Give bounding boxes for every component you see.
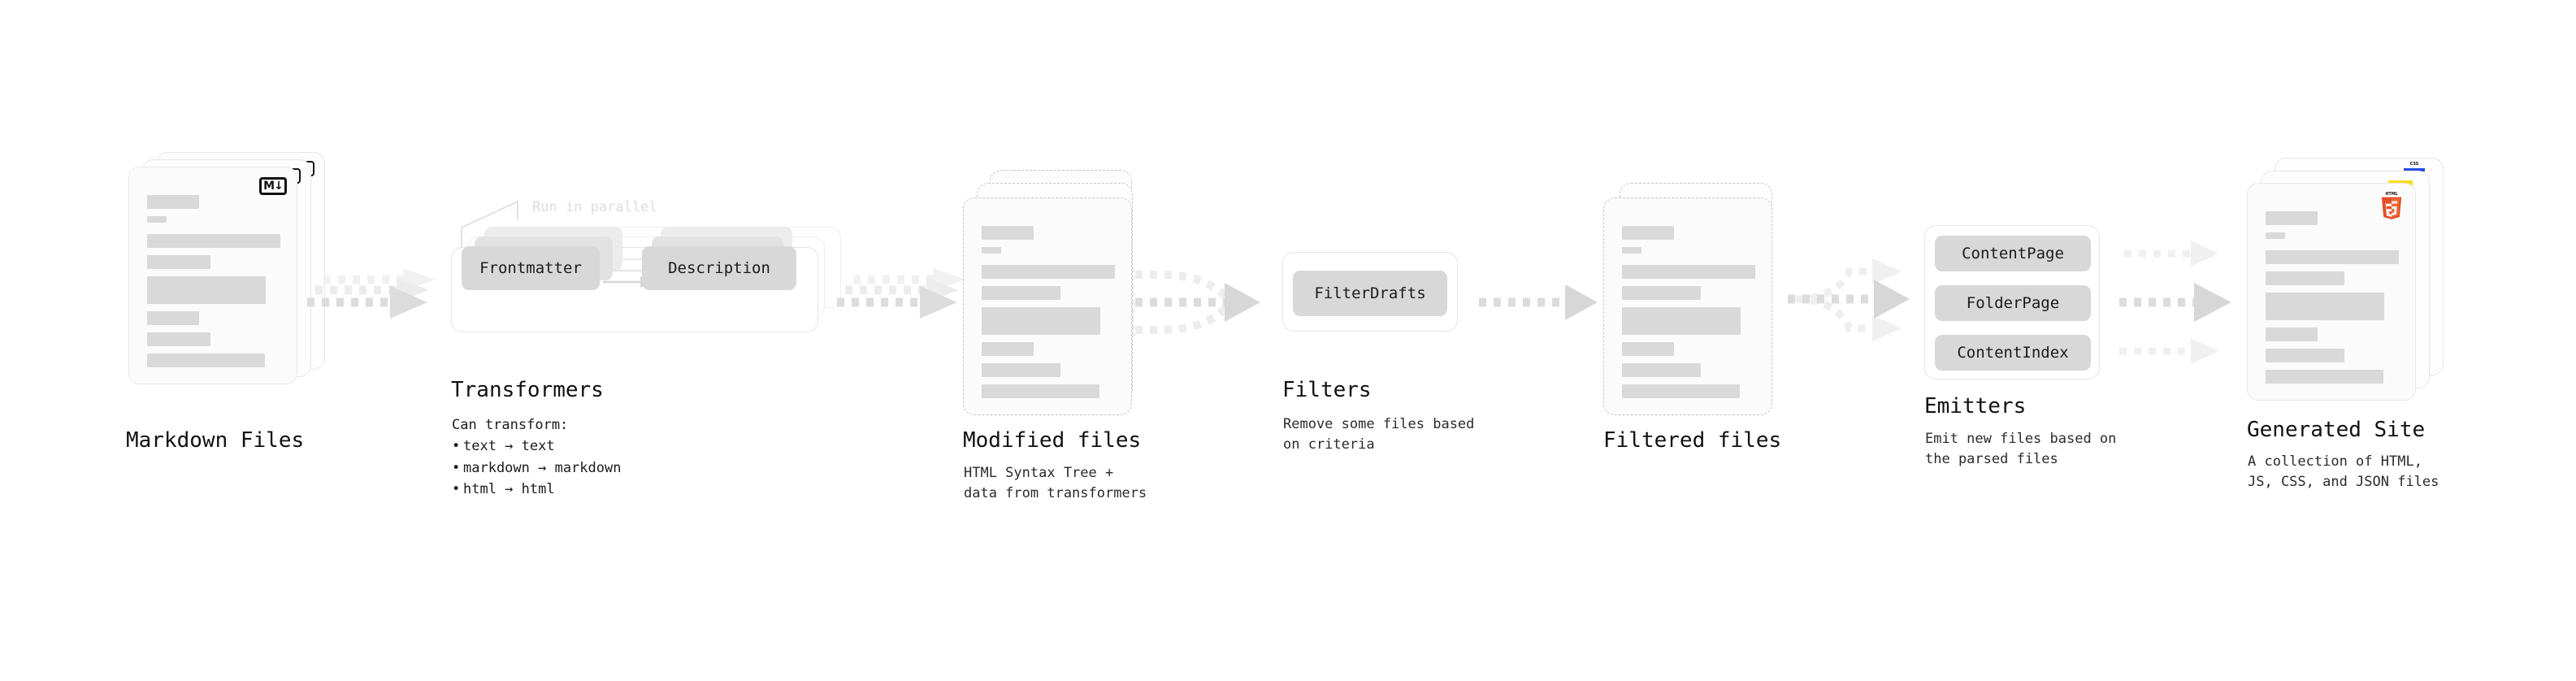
skeleton-lines xyxy=(982,226,1115,406)
site-file-card-front[interactable]: HTML xyxy=(2247,183,2416,401)
stage-title-generated-site: Generated Site xyxy=(2247,418,2426,442)
stage-title-markdown-files: Markdown Files xyxy=(126,428,305,453)
conn-modified-to-filters xyxy=(1133,268,1260,336)
stage-subtitle-filters: Remove some files based on criteria xyxy=(1283,416,1475,453)
markdown-file-card-front[interactable]: M↓ xyxy=(128,167,297,384)
chip-filterdrafts[interactable]: FilterDrafts xyxy=(1293,271,1447,316)
bullet-item: text → text xyxy=(452,436,621,458)
stage-title-filtered-files: Filtered files xyxy=(1603,428,1782,453)
filters-box[interactable]: FilterDrafts xyxy=(1282,252,1458,332)
bullets-header: Can transform: xyxy=(452,417,569,433)
css-logo-icon xyxy=(2404,162,2425,171)
bullet-item: html → html xyxy=(452,479,621,501)
transformers-bullets: Can transform: text → text markdown → ma… xyxy=(452,414,621,501)
svg-text:HTML: HTML xyxy=(2385,192,2397,197)
stage-title-filters: Filters xyxy=(1282,378,1372,402)
skeleton-lines xyxy=(2266,211,2399,391)
filtered-file-card-front[interactable] xyxy=(1603,197,1772,415)
chip-contentindex[interactable]: ContentIndex xyxy=(1935,335,2091,371)
html5-logo-icon: HTML xyxy=(2381,192,2402,219)
stage-title-modified-files: Modified files xyxy=(963,428,1142,453)
stage-title-transformers: Transformers xyxy=(451,378,604,402)
transformer-box-front[interactable]: Frontmatter Description xyxy=(451,227,818,332)
conn-filters-to-filtered xyxy=(1479,284,1598,320)
stage-subtitle-modified-files: HTML Syntax Tree + data from transformer… xyxy=(964,465,1147,501)
run-in-parallel-label: Run in parallel xyxy=(532,199,657,215)
markdown-logo-icon: M↓ xyxy=(259,177,287,195)
conn-filtered-to-emitters xyxy=(1788,258,1910,341)
conn-transformers-to-modified xyxy=(837,268,965,319)
stage-subtitle-generated-site: A collection of HTML, JS, CSS, and JSON … xyxy=(2248,453,2439,490)
skeleton-lines xyxy=(147,195,280,375)
conn-emitters-to-site xyxy=(2119,241,2231,364)
chip-frontmatter[interactable]: Frontmatter xyxy=(462,246,600,290)
stage-subtitle-emitters: Emit new files based on the parsed files xyxy=(1925,431,2117,467)
modified-file-card-front[interactable] xyxy=(963,197,1132,415)
skeleton-lines xyxy=(1622,226,1755,406)
chip-folderpage[interactable]: FolderPage xyxy=(1935,285,2091,321)
conn-md-to-transformers xyxy=(307,268,436,319)
run-in-parallel-brace xyxy=(461,200,518,250)
stage-title-emitters: Emitters xyxy=(1924,394,2027,419)
chip-contentpage[interactable]: ContentPage xyxy=(1935,236,2091,271)
bullet-item: markdown → markdown xyxy=(452,458,621,479)
chip-description[interactable]: Description xyxy=(642,246,796,290)
markdown-logo-glyph: M↓ xyxy=(263,180,284,193)
emitters-box[interactable]: ContentPage FolderPage ContentIndex xyxy=(1924,225,2100,380)
